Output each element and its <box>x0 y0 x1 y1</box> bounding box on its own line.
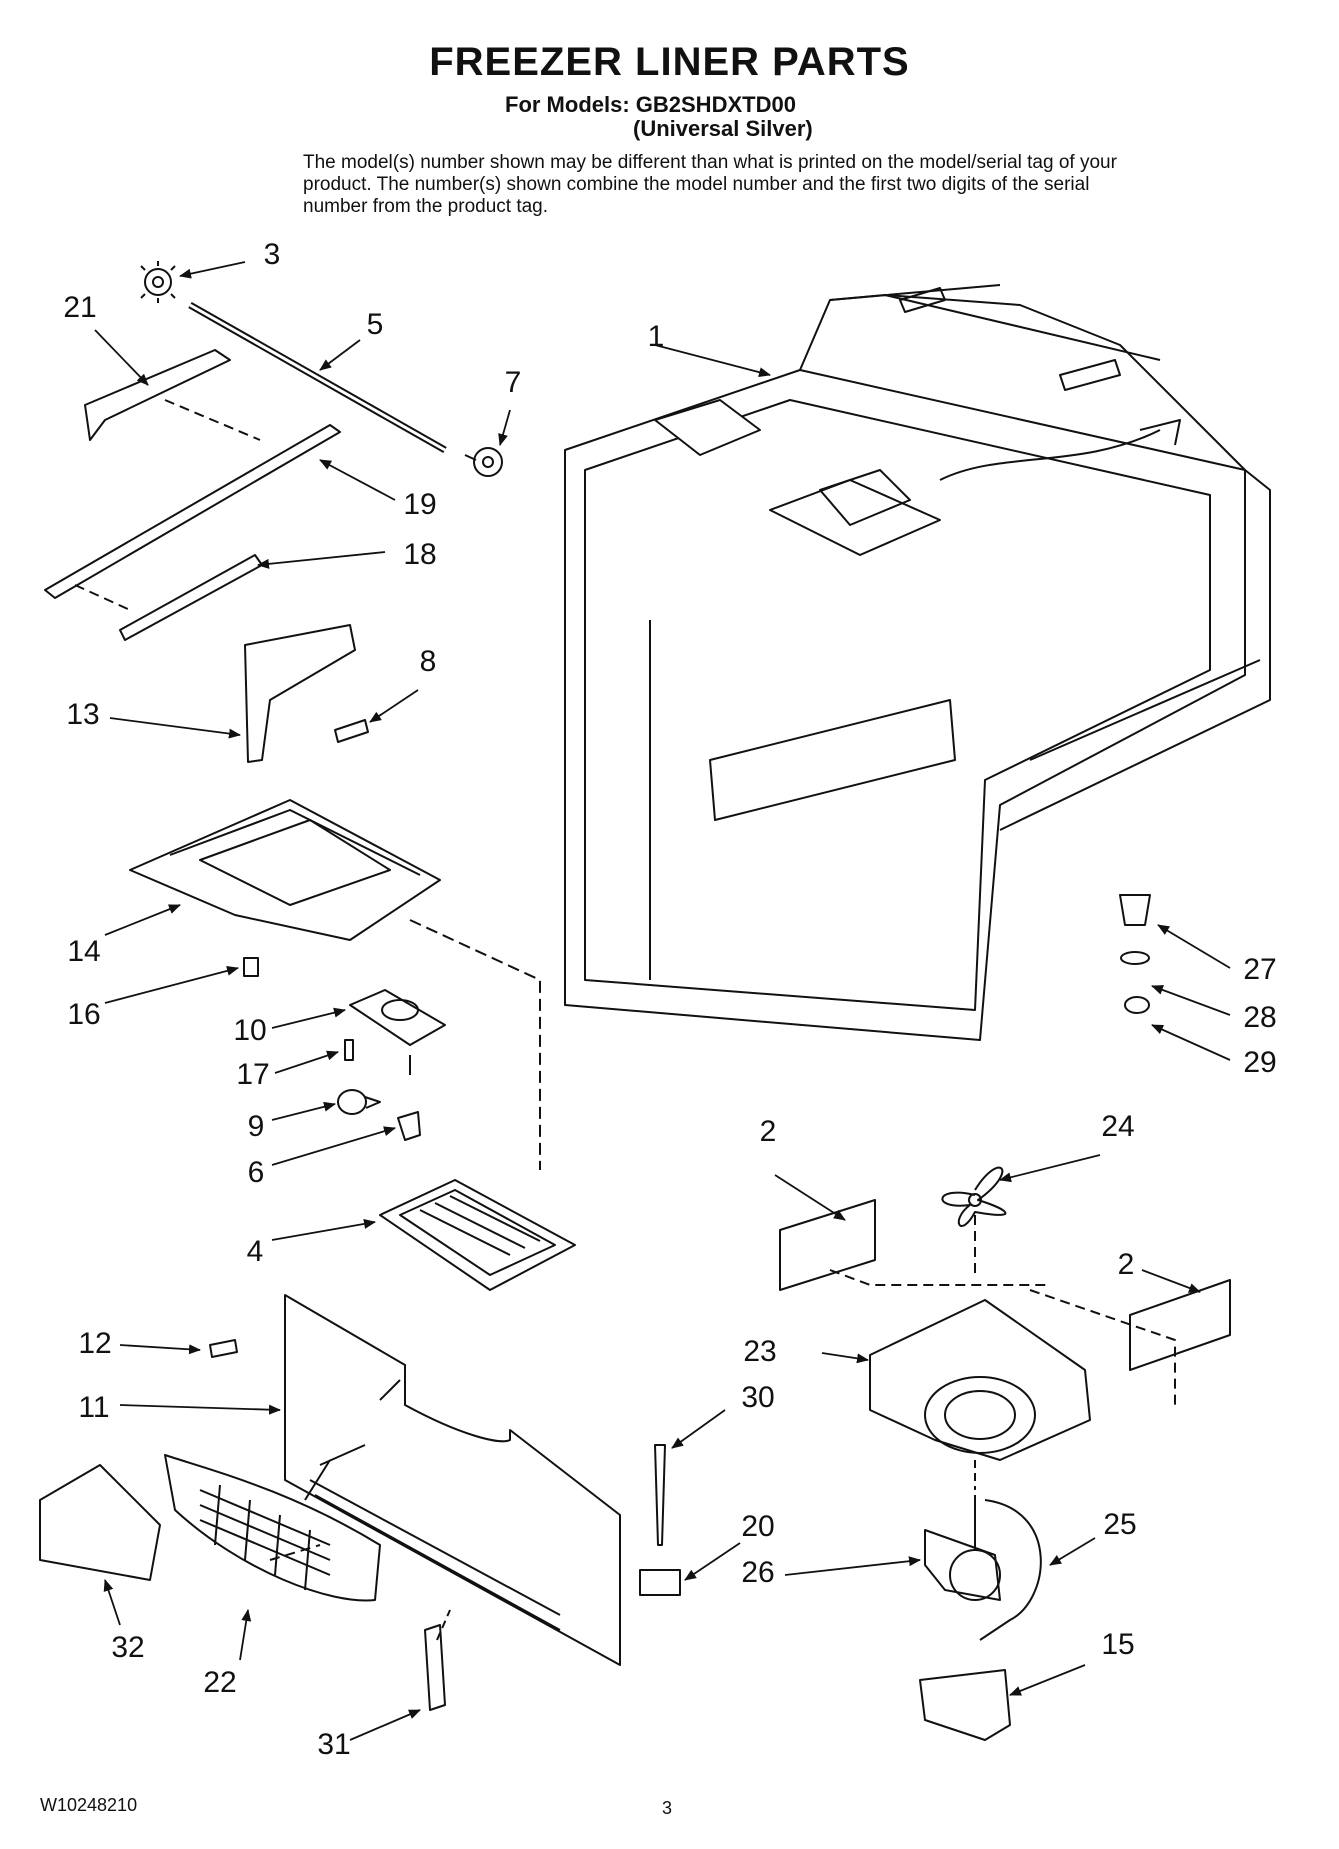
callout-16: 16 <box>67 998 101 1031</box>
light-bulb-part <box>337 1089 381 1115</box>
freezer-liner-part <box>564 284 1271 1041</box>
rail-bracket-part <box>119 554 263 641</box>
cover-part-32 <box>39 1464 161 1581</box>
light-lens-part <box>349 989 446 1046</box>
drain-plug-part <box>1124 996 1150 1014</box>
page-number: 3 <box>662 1798 673 1818</box>
side-bracket-part <box>244 624 356 763</box>
rear-panel-part <box>284 1294 621 1666</box>
drain-cup-part <box>1119 894 1151 926</box>
models-line: For Models: GB2SHDXTD00 <box>505 92 796 117</box>
screw-part-30 <box>654 1444 666 1546</box>
foam-pad-part-b <box>1129 1279 1231 1371</box>
callout-19: 19 <box>403 488 437 521</box>
callout-32: 32 <box>111 1631 145 1664</box>
fan-motor-part <box>924 1495 1042 1641</box>
callout-13: 13 <box>66 698 100 731</box>
fan-shroud-part <box>869 1299 1091 1461</box>
callout-14: 14 <box>67 935 101 968</box>
slide-rail-part <box>44 424 341 599</box>
light-socket-part <box>397 1111 421 1141</box>
motor-bracket-part <box>919 1669 1011 1741</box>
light-housing-part <box>129 799 441 941</box>
callout-15: 15 <box>1101 1628 1135 1661</box>
callout-17: 17 <box>236 1058 270 1091</box>
callout-1: 1 <box>647 320 665 353</box>
gear-part-7 <box>464 447 503 477</box>
callout-4: 4 <box>246 1235 264 1268</box>
callout-23: 23 <box>743 1335 777 1368</box>
callout-7: 7 <box>504 366 522 399</box>
callout-9: 9 <box>247 1110 265 1143</box>
gear-part <box>140 261 176 303</box>
callout-22: 22 <box>203 1666 237 1699</box>
clip-part <box>243 957 259 977</box>
callout-28: 28 <box>1243 1001 1277 1034</box>
callout-12: 12 <box>78 1327 112 1360</box>
drain-ring-part <box>1120 951 1150 965</box>
callout-31: 31 <box>317 1728 351 1761</box>
document-number: W10248210 <box>40 1795 138 1815</box>
screw-part <box>334 719 369 743</box>
callout-2-right: 2 <box>1117 1248 1135 1281</box>
light-shield-part <box>379 1179 576 1291</box>
callout-18: 18 <box>403 538 437 571</box>
callout-29: 29 <box>1243 1046 1277 1079</box>
foam-pad-part-a <box>779 1199 876 1291</box>
callout-21: 21 <box>63 291 97 324</box>
callout-5: 5 <box>366 308 384 341</box>
screw-part-12 <box>209 1339 238 1358</box>
callout-10: 10 <box>233 1014 267 1047</box>
air-grille-part <box>164 1454 381 1602</box>
strip-part <box>639 1569 681 1596</box>
rail-cover-part <box>84 349 231 441</box>
page-title: FREEZER LINER PARTS <box>429 40 910 84</box>
screw-part-17 <box>344 1039 354 1061</box>
callout-25: 25 <box>1103 1508 1137 1541</box>
fan-blade-part <box>941 1166 1007 1227</box>
model-note: The model(s) number shown may be differe… <box>303 152 1117 217</box>
callout-8: 8 <box>419 645 437 678</box>
color-line: (Universal Silver) <box>633 116 813 141</box>
callout-27: 27 <box>1243 953 1277 986</box>
callout-3: 3 <box>263 238 281 271</box>
clip-part-31 <box>424 1624 446 1711</box>
callout-30: 30 <box>741 1381 775 1414</box>
callout-20: 20 <box>741 1510 775 1543</box>
callout-11: 11 <box>78 1391 110 1424</box>
callout-26: 26 <box>741 1556 775 1589</box>
callout-2-left: 2 <box>759 1115 777 1148</box>
callout-24: 24 <box>1101 1110 1135 1143</box>
callout-6: 6 <box>247 1156 265 1189</box>
